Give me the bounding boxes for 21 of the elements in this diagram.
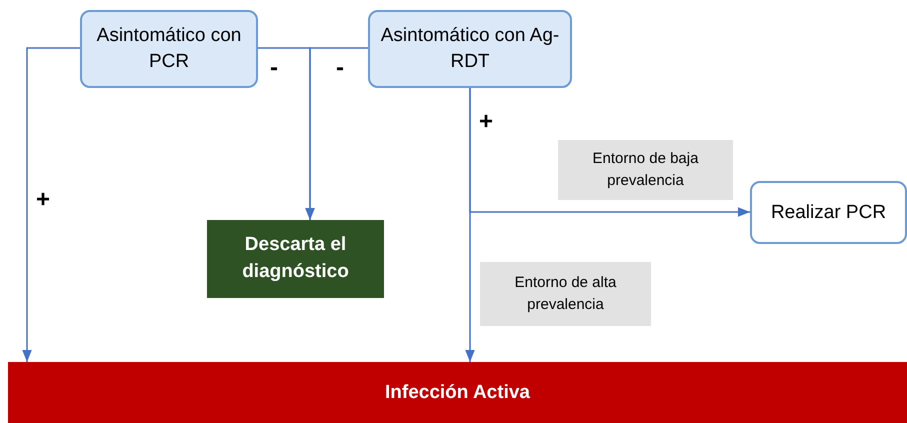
note-box (480, 262, 651, 326)
arrow (465, 88, 475, 362)
arrow (22, 47, 80, 362)
edge-label: + (479, 110, 494, 134)
note-box (558, 140, 733, 200)
edge-label: - (336, 56, 344, 80)
node-text: Realizar PCR (770, 202, 886, 224)
node-text: Entorno de alta prevalencia (514, 272, 618, 315)
start-box (80, 10, 258, 88)
action-box (750, 181, 907, 244)
node-text: Asintomático con PCR (96, 24, 242, 74)
edge-label: + (36, 188, 50, 212)
edge-label: - (270, 56, 278, 80)
node-text: Infección Activa (384, 382, 530, 404)
node-text: Descarta el diagnóstico (241, 233, 350, 284)
node-text: Asintomático con Ag-RDT (380, 24, 560, 74)
node-text: Entorno de baja prevalencia (592, 148, 700, 191)
outcome-bar (8, 362, 907, 423)
arrow (305, 47, 368, 220)
result-box (207, 220, 384, 298)
start-box (368, 10, 572, 88)
